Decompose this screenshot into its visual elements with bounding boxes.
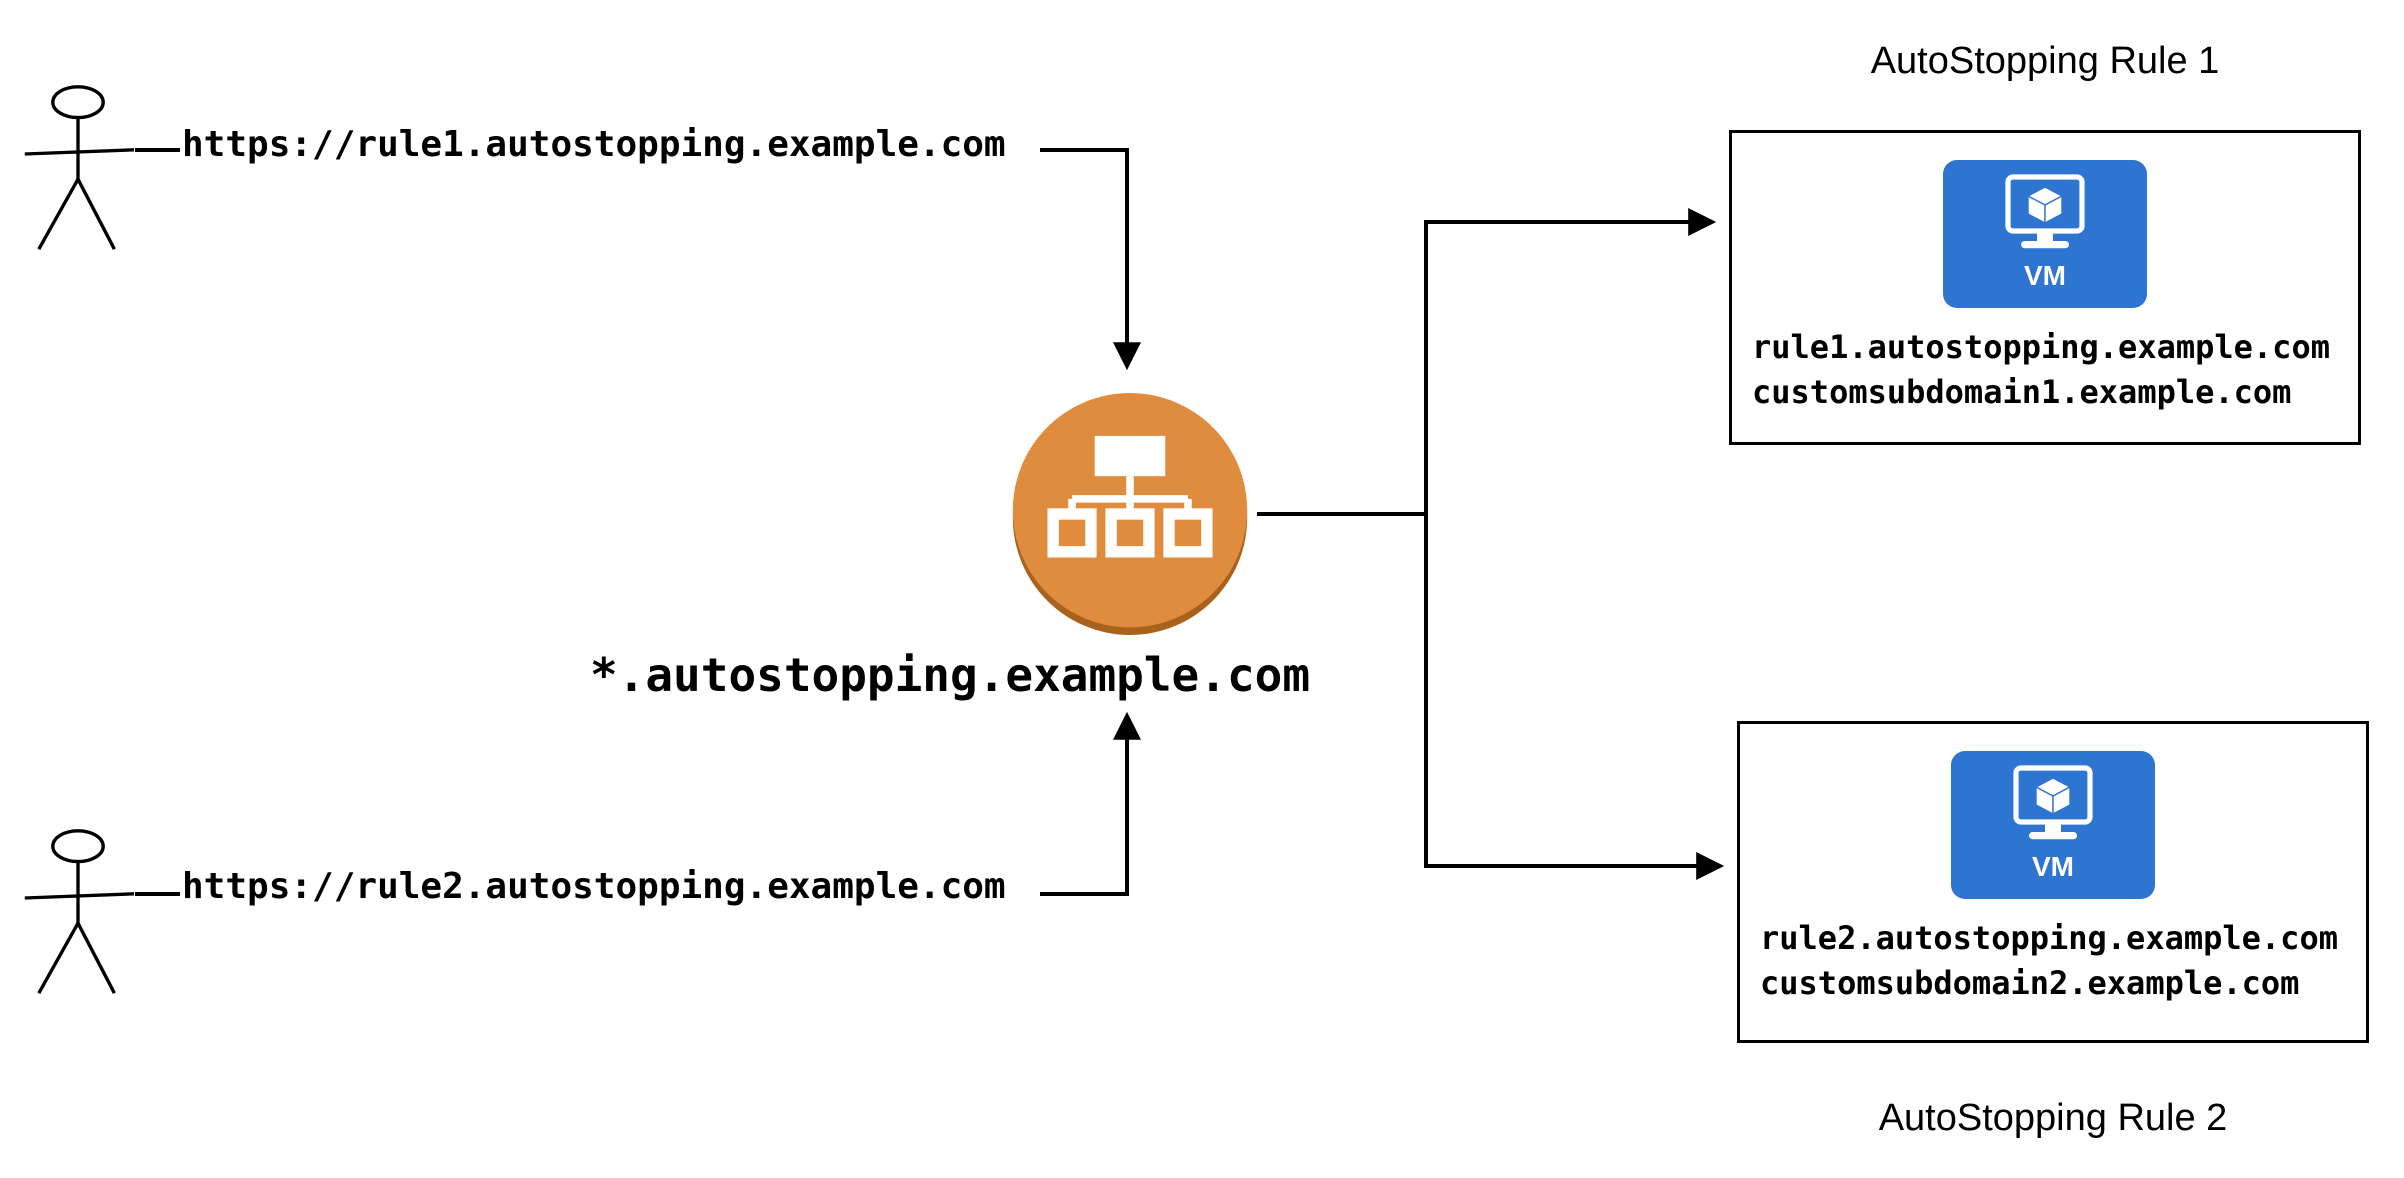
user2-arms [24, 892, 135, 900]
rule2-title: AutoStopping Rule 2 [1878, 1097, 2228, 1139]
cube-icon [2034, 777, 2072, 816]
vm-label: VM [2032, 851, 2074, 882]
vm-monitor-neck [2037, 231, 2053, 241]
vm-monitor-base [2029, 832, 2077, 840]
user1-head [51, 85, 105, 120]
lb-tree-leaf-node [1047, 508, 1097, 558]
user1-arms [24, 148, 135, 156]
lb-tree-leaf-node [1105, 508, 1155, 558]
user1-legs [37, 178, 116, 251]
rule2-box: VM rule2.autostopping.example.com custom… [1737, 721, 2369, 1043]
user2-to-lb-arrow [1040, 711, 1141, 896]
rule2-domain-primary: rule2.autostopping.example.com [1760, 919, 2338, 957]
vm-monitor-base [2021, 241, 2069, 249]
wildcard-domain-label: *.autostopping.example.com [589, 648, 1311, 702]
user1-figure-icon [24, 85, 135, 251]
lb-network-tree-icon [1047, 435, 1213, 558]
user2-request-url: https://rule2.autostopping.example.com [182, 866, 1006, 907]
user1-request-url: https://rule1.autostopping.example.com [182, 124, 1006, 165]
vm-monitor-neck [2045, 822, 2061, 832]
lb-tree-root-node [1094, 435, 1166, 477]
user2-legs [37, 922, 116, 995]
rule2-domain-custom: customsubdomain2.example.com [1760, 964, 2300, 1003]
rule1-domains: rule1.autostopping.example.com customsub… [1732, 325, 2330, 416]
lb-tree-leaf-node [1163, 508, 1213, 558]
rule1-title: AutoStopping Rule 1 [1870, 40, 2220, 82]
load-balancer-icon [1012, 393, 1248, 635]
user1-to-lb-arrow [1040, 148, 1141, 371]
rule1-box: VM rule1.autostopping.example.com custom… [1729, 130, 2361, 445]
user2-head [51, 829, 105, 864]
vm-icon: VM [1951, 751, 2155, 899]
rule2-domains: rule2.autostopping.example.com customsub… [1740, 916, 2338, 1007]
cube-icon [2026, 186, 2064, 225]
lb-tree-connectors [1068, 476, 1192, 514]
user2-figure-icon [24, 829, 135, 995]
rule1-domain-custom: customsubdomain1.example.com [1752, 373, 2292, 412]
vm-icon: VM [1943, 160, 2147, 308]
vm-label: VM [2024, 260, 2066, 291]
rule1-domain-primary: rule1.autostopping.example.com [1752, 328, 2330, 366]
